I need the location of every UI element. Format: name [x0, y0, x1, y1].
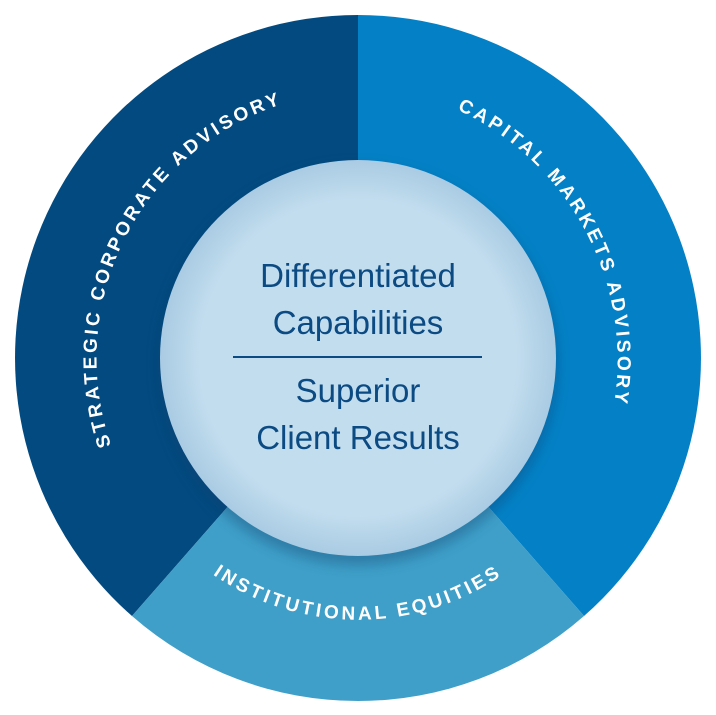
center-top-line2: Capabilities: [273, 304, 444, 341]
center-bottom-line2: Client Results: [256, 419, 460, 456]
center-top-line1: Differentiated: [260, 257, 456, 294]
center-bottom-line1: Superior: [296, 372, 421, 409]
